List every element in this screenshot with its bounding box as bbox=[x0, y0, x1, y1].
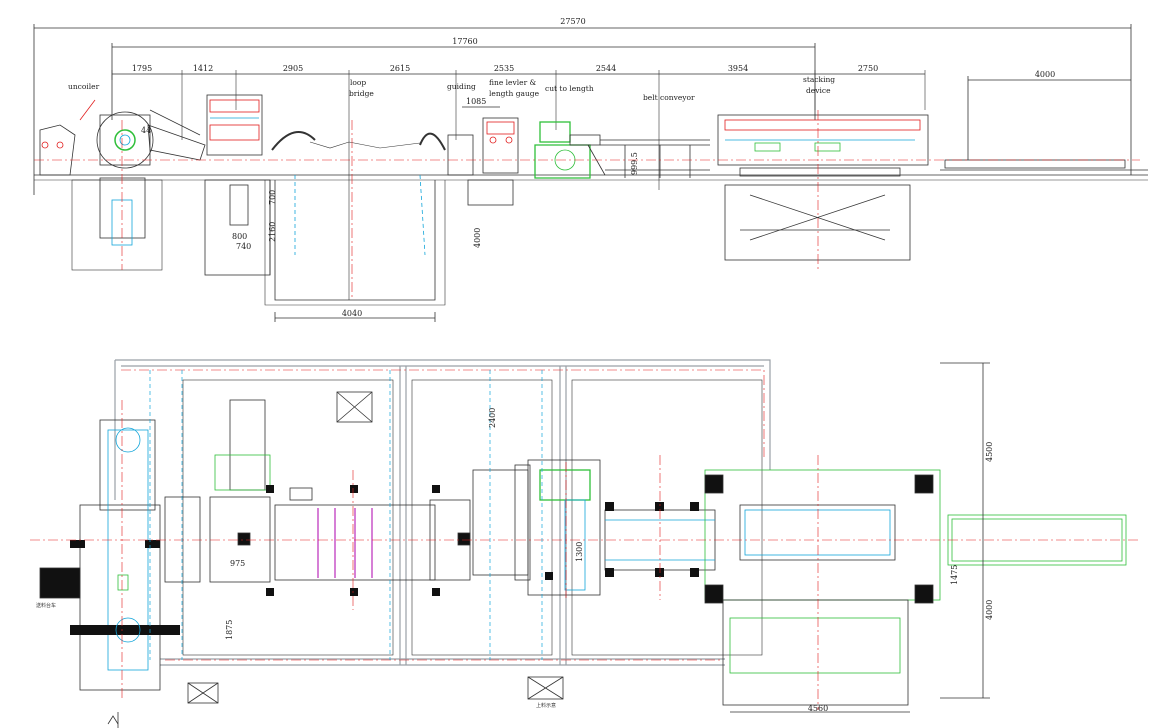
uncoiler-machine bbox=[39, 99, 206, 271]
dim-1475: 1475 bbox=[950, 565, 959, 585]
dim-2400: 2400 bbox=[488, 408, 497, 428]
loop-pit bbox=[264, 131, 446, 322]
dim-2160: 2160 bbox=[268, 222, 277, 242]
north-arrow bbox=[107, 712, 119, 728]
label-fine-leveler: fine levler & bbox=[489, 78, 537, 87]
dim-975: 975 bbox=[230, 559, 245, 568]
label-cut-to-length: cut to length bbox=[545, 84, 594, 93]
label-feed-table: 送料台车 bbox=[36, 602, 56, 609]
output-table bbox=[940, 159, 1148, 171]
crossed-box-3 bbox=[527, 676, 564, 700]
dim-seg-4: 2615 bbox=[390, 64, 410, 73]
dim-overall: 27570 bbox=[560, 17, 585, 26]
straightener-machine bbox=[204, 94, 271, 276]
dim-800: 800 bbox=[232, 232, 247, 241]
dim-700: 700 bbox=[268, 190, 277, 205]
dim-44: 44 bbox=[141, 126, 151, 135]
label-length-gauge: length gauge bbox=[489, 89, 540, 98]
dim-main: 17760 bbox=[452, 37, 477, 46]
belt-conveyor bbox=[600, 139, 710, 178]
guiding-and-leveler bbox=[447, 117, 519, 206]
label-loop: loop bbox=[350, 78, 366, 87]
dim-seg-7: 3954 bbox=[728, 64, 748, 73]
foundation-blocks bbox=[266, 485, 699, 596]
dim-seg-9: 4000 bbox=[1035, 70, 1055, 79]
cut-to-length-plan bbox=[527, 459, 716, 596]
stacking-plan bbox=[704, 469, 941, 706]
dim-999: 999.5 bbox=[630, 152, 639, 175]
label-bridge: bridge bbox=[349, 89, 374, 98]
dim-4000-vertical: 4000 bbox=[473, 228, 482, 248]
label-belt-conveyor: belt conveyor bbox=[643, 93, 695, 102]
dim-4040: 4040 bbox=[342, 309, 362, 318]
cut-to-length-machine bbox=[534, 121, 606, 179]
loop-bridge-plan bbox=[274, 487, 471, 581]
crossed-box-1 bbox=[336, 391, 373, 423]
leveler-plan bbox=[472, 464, 531, 581]
dim-1875: 1875 bbox=[225, 620, 234, 640]
dim-seg-8: 2750 bbox=[858, 64, 878, 73]
label-guiding: guiding bbox=[447, 82, 476, 91]
label-stacking: stacking bbox=[803, 75, 835, 84]
dim-seg-6: 2544 bbox=[596, 64, 616, 73]
elevation-view bbox=[33, 24, 1148, 322]
label-pit-note: 上料示意 bbox=[536, 702, 556, 709]
dim-4560: 4560 bbox=[808, 704, 828, 713]
dim-seg-5: 2535 bbox=[494, 64, 514, 73]
straightener-plan bbox=[164, 399, 271, 583]
label-uncoiler: uncoiler bbox=[68, 82, 100, 91]
dim-740: 740 bbox=[236, 242, 251, 251]
dim-1300: 1300 bbox=[575, 542, 584, 562]
plan-view bbox=[39, 359, 1127, 713]
dim-seg-2: 1412 bbox=[193, 64, 213, 73]
stacking-device bbox=[717, 114, 929, 261]
dim-4500: 4500 bbox=[985, 442, 994, 462]
dim-seg-3: 2905 bbox=[283, 64, 303, 73]
uncoiler-plan bbox=[39, 419, 180, 691]
dim-1085: 1085 bbox=[466, 97, 486, 106]
dim-4000-plan: 4000 bbox=[985, 600, 994, 620]
building-walls bbox=[114, 359, 771, 666]
dim-seg-1: 1795 bbox=[132, 64, 152, 73]
crossed-box-2 bbox=[187, 682, 219, 704]
label-device: device bbox=[806, 86, 831, 95]
